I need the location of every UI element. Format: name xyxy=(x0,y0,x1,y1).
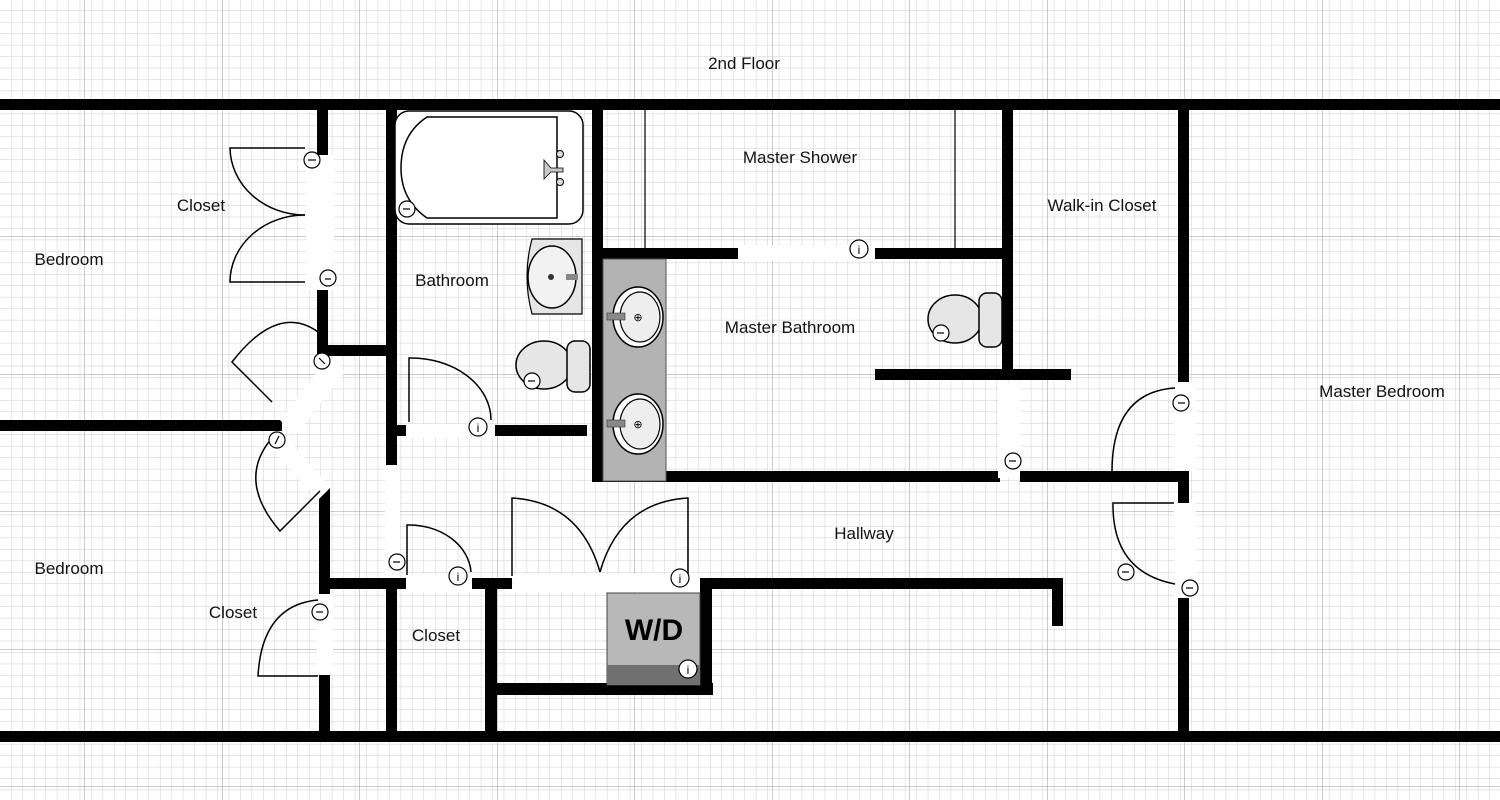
vanity-double-sink: ⊕ ⊕ xyxy=(602,258,667,482)
room-label-walk-in-closet: Walk-in Closet xyxy=(1047,196,1157,215)
info-icon xyxy=(678,659,698,679)
room-label-master-shower: Master Shower xyxy=(742,148,858,167)
room-label-closet-1: Closet xyxy=(176,196,226,215)
svg-text:i: i xyxy=(477,421,480,435)
info-icon xyxy=(448,566,468,586)
door-swings xyxy=(229,110,1176,677)
bathtub xyxy=(394,110,584,225)
room-label-bathroom: Bathroom xyxy=(415,271,489,290)
info-icon xyxy=(468,417,488,437)
info-icon xyxy=(849,239,869,259)
room-label-master-bedroom: Master Bedroom xyxy=(1319,382,1445,401)
svg-text:i: i xyxy=(858,243,861,257)
washer-dryer-label: W/D xyxy=(625,614,683,647)
info-icon xyxy=(670,568,690,588)
hinge-icon xyxy=(319,269,337,287)
svg-text:⊕: ⊕ xyxy=(633,311,642,324)
svg-text:i: i xyxy=(457,570,460,584)
room-label-closet-2: Closet xyxy=(208,603,258,622)
room-label-master-bathroom: Master Bathroom xyxy=(724,318,856,337)
svg-text:⊕: ⊕ xyxy=(633,418,642,431)
room-label-closet-3: Closet xyxy=(411,626,461,645)
markers: i i i i i xyxy=(268,151,1199,679)
bathroom-sink xyxy=(526,238,583,315)
room-label-bedroom-2: Bedroom xyxy=(34,559,104,578)
svg-text:i: i xyxy=(679,572,682,586)
svg-text:i: i xyxy=(687,663,690,677)
page-title: 2nd Floor xyxy=(708,54,780,73)
room-label-bedroom-1: Bedroom xyxy=(34,250,104,269)
walls xyxy=(0,99,1500,742)
room-label-hallway: Hallway xyxy=(834,524,894,543)
